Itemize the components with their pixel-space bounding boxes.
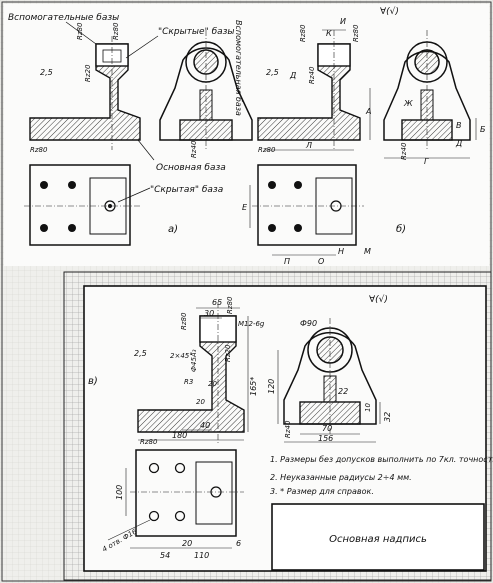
roughness-rz40-b-bottom: Rz40 <box>400 142 408 160</box>
note-1: 1. Размеры без допусков выполнить по 7кл… <box>270 455 493 464</box>
label-hidden-bases: "Скрытые" базы <box>158 27 235 37</box>
dim-70: 70 <box>322 424 332 433</box>
dim-chamfer: 2×45° <box>170 352 193 360</box>
dim-40: 40 <box>200 421 210 430</box>
dim-zh: Ж <box>403 99 413 108</box>
dim-d: Д <box>289 71 296 80</box>
label-aux-base-vertical: Вспомогательная база <box>234 20 243 116</box>
view-a-side <box>159 30 253 150</box>
roughness-rz80-tl: Rz80 <box>112 22 120 40</box>
dim-phi90: Ф90 <box>300 319 317 328</box>
label-hidden-base: "Скрытая" база <box>150 185 223 195</box>
label-view-v: в) <box>88 376 98 387</box>
dim-30: 30 <box>204 309 214 318</box>
dim-b: Б <box>480 125 486 134</box>
dim-e: Е <box>242 203 248 212</box>
view-b-side <box>383 30 471 150</box>
roughness-rz80-b-1: Rz80 <box>299 24 307 42</box>
note-3: 3. * Размер для справок. <box>270 487 374 496</box>
roughness-rz80-a-bottom: Rz80 <box>30 146 48 154</box>
roughness-rz80-a-top: Rz80 <box>76 22 84 40</box>
dim-100: 100 <box>115 485 124 500</box>
dim-n: Н <box>338 247 344 256</box>
roughness-2-5: 2,5 <box>134 349 147 358</box>
title-block <box>271 503 485 571</box>
roughness-rz20: Rz20 <box>224 344 232 362</box>
dim-phi45a3: Ф45А₃ <box>190 349 198 372</box>
dim-120: 120 <box>267 379 276 394</box>
roughness-rz40-a: Rz40 <box>190 140 198 158</box>
dim-20a: 20 <box>208 380 217 388</box>
dim-p: П <box>284 257 290 266</box>
roughness-rz40: Rz40 <box>284 420 292 438</box>
dim-a: А <box>365 107 371 116</box>
roughness-rz80-b-2: Rz80 <box>352 24 360 42</box>
view-v-side <box>283 318 377 436</box>
dim-32: 32 <box>383 412 392 422</box>
view-b-plan <box>252 164 364 246</box>
view-a-front <box>29 36 141 150</box>
dim-165: 165* <box>249 377 258 396</box>
label-view-b: б) <box>396 223 406 235</box>
note-2: 2. Неуказанные радиусы 2÷4 мм. <box>270 473 412 482</box>
roughness-rz80-b-bottom: Rz80 <box>258 146 276 154</box>
roughness-rz80-bottom: Rz80 <box>140 438 158 446</box>
roughness-2-5-b: 2,5 <box>266 68 279 77</box>
dim-110: 110 <box>194 551 209 560</box>
dim-d2: Д <box>455 139 462 148</box>
dim-156: 156 <box>318 434 333 443</box>
dim-180: 180 <box>172 431 187 440</box>
roughness-rz80-1: Rz80 <box>180 312 188 330</box>
dim-i: И <box>340 17 346 26</box>
dim-65: 65 <box>212 298 222 307</box>
view-v-plan <box>130 449 244 537</box>
view-a-plan <box>24 164 140 246</box>
dim-k: К <box>326 29 332 38</box>
label-view-a: а) <box>168 224 178 235</box>
dim-10: 10 <box>364 403 372 412</box>
dim-l: Л <box>305 141 312 150</box>
title-block-text: Основная надпись <box>329 534 427 545</box>
label-aux-bases: Вспомогательные базы <box>8 13 119 23</box>
label-main-base: Основная база <box>156 163 226 173</box>
roughness-rz20-a: Rz20 <box>84 64 92 82</box>
dim-m: М <box>364 247 371 256</box>
view-b-front <box>257 30 361 150</box>
roughness-rz40-b: Rz40 <box>308 66 316 84</box>
dim-20b: 20 <box>196 398 205 406</box>
dim-g: Г <box>424 157 429 166</box>
dim-r3: R3 <box>184 378 193 386</box>
dim-o: О <box>318 257 324 266</box>
symbol-top-right: ∀(√) <box>380 6 399 17</box>
dim-54: 54 <box>160 551 170 560</box>
dim-6: 6 <box>236 539 241 548</box>
dim-20c: 20 <box>182 539 192 548</box>
symbol-bottom: ∀(√) <box>369 294 388 305</box>
roughness-2-5-a: 2,5 <box>40 68 53 77</box>
roughness-rz80-2: Rz80 <box>226 296 234 314</box>
dim-m12: M12-6g <box>238 320 265 328</box>
dim-v: В <box>456 121 462 130</box>
dim-22: 22 <box>338 387 348 396</box>
view-v-front <box>137 302 245 444</box>
